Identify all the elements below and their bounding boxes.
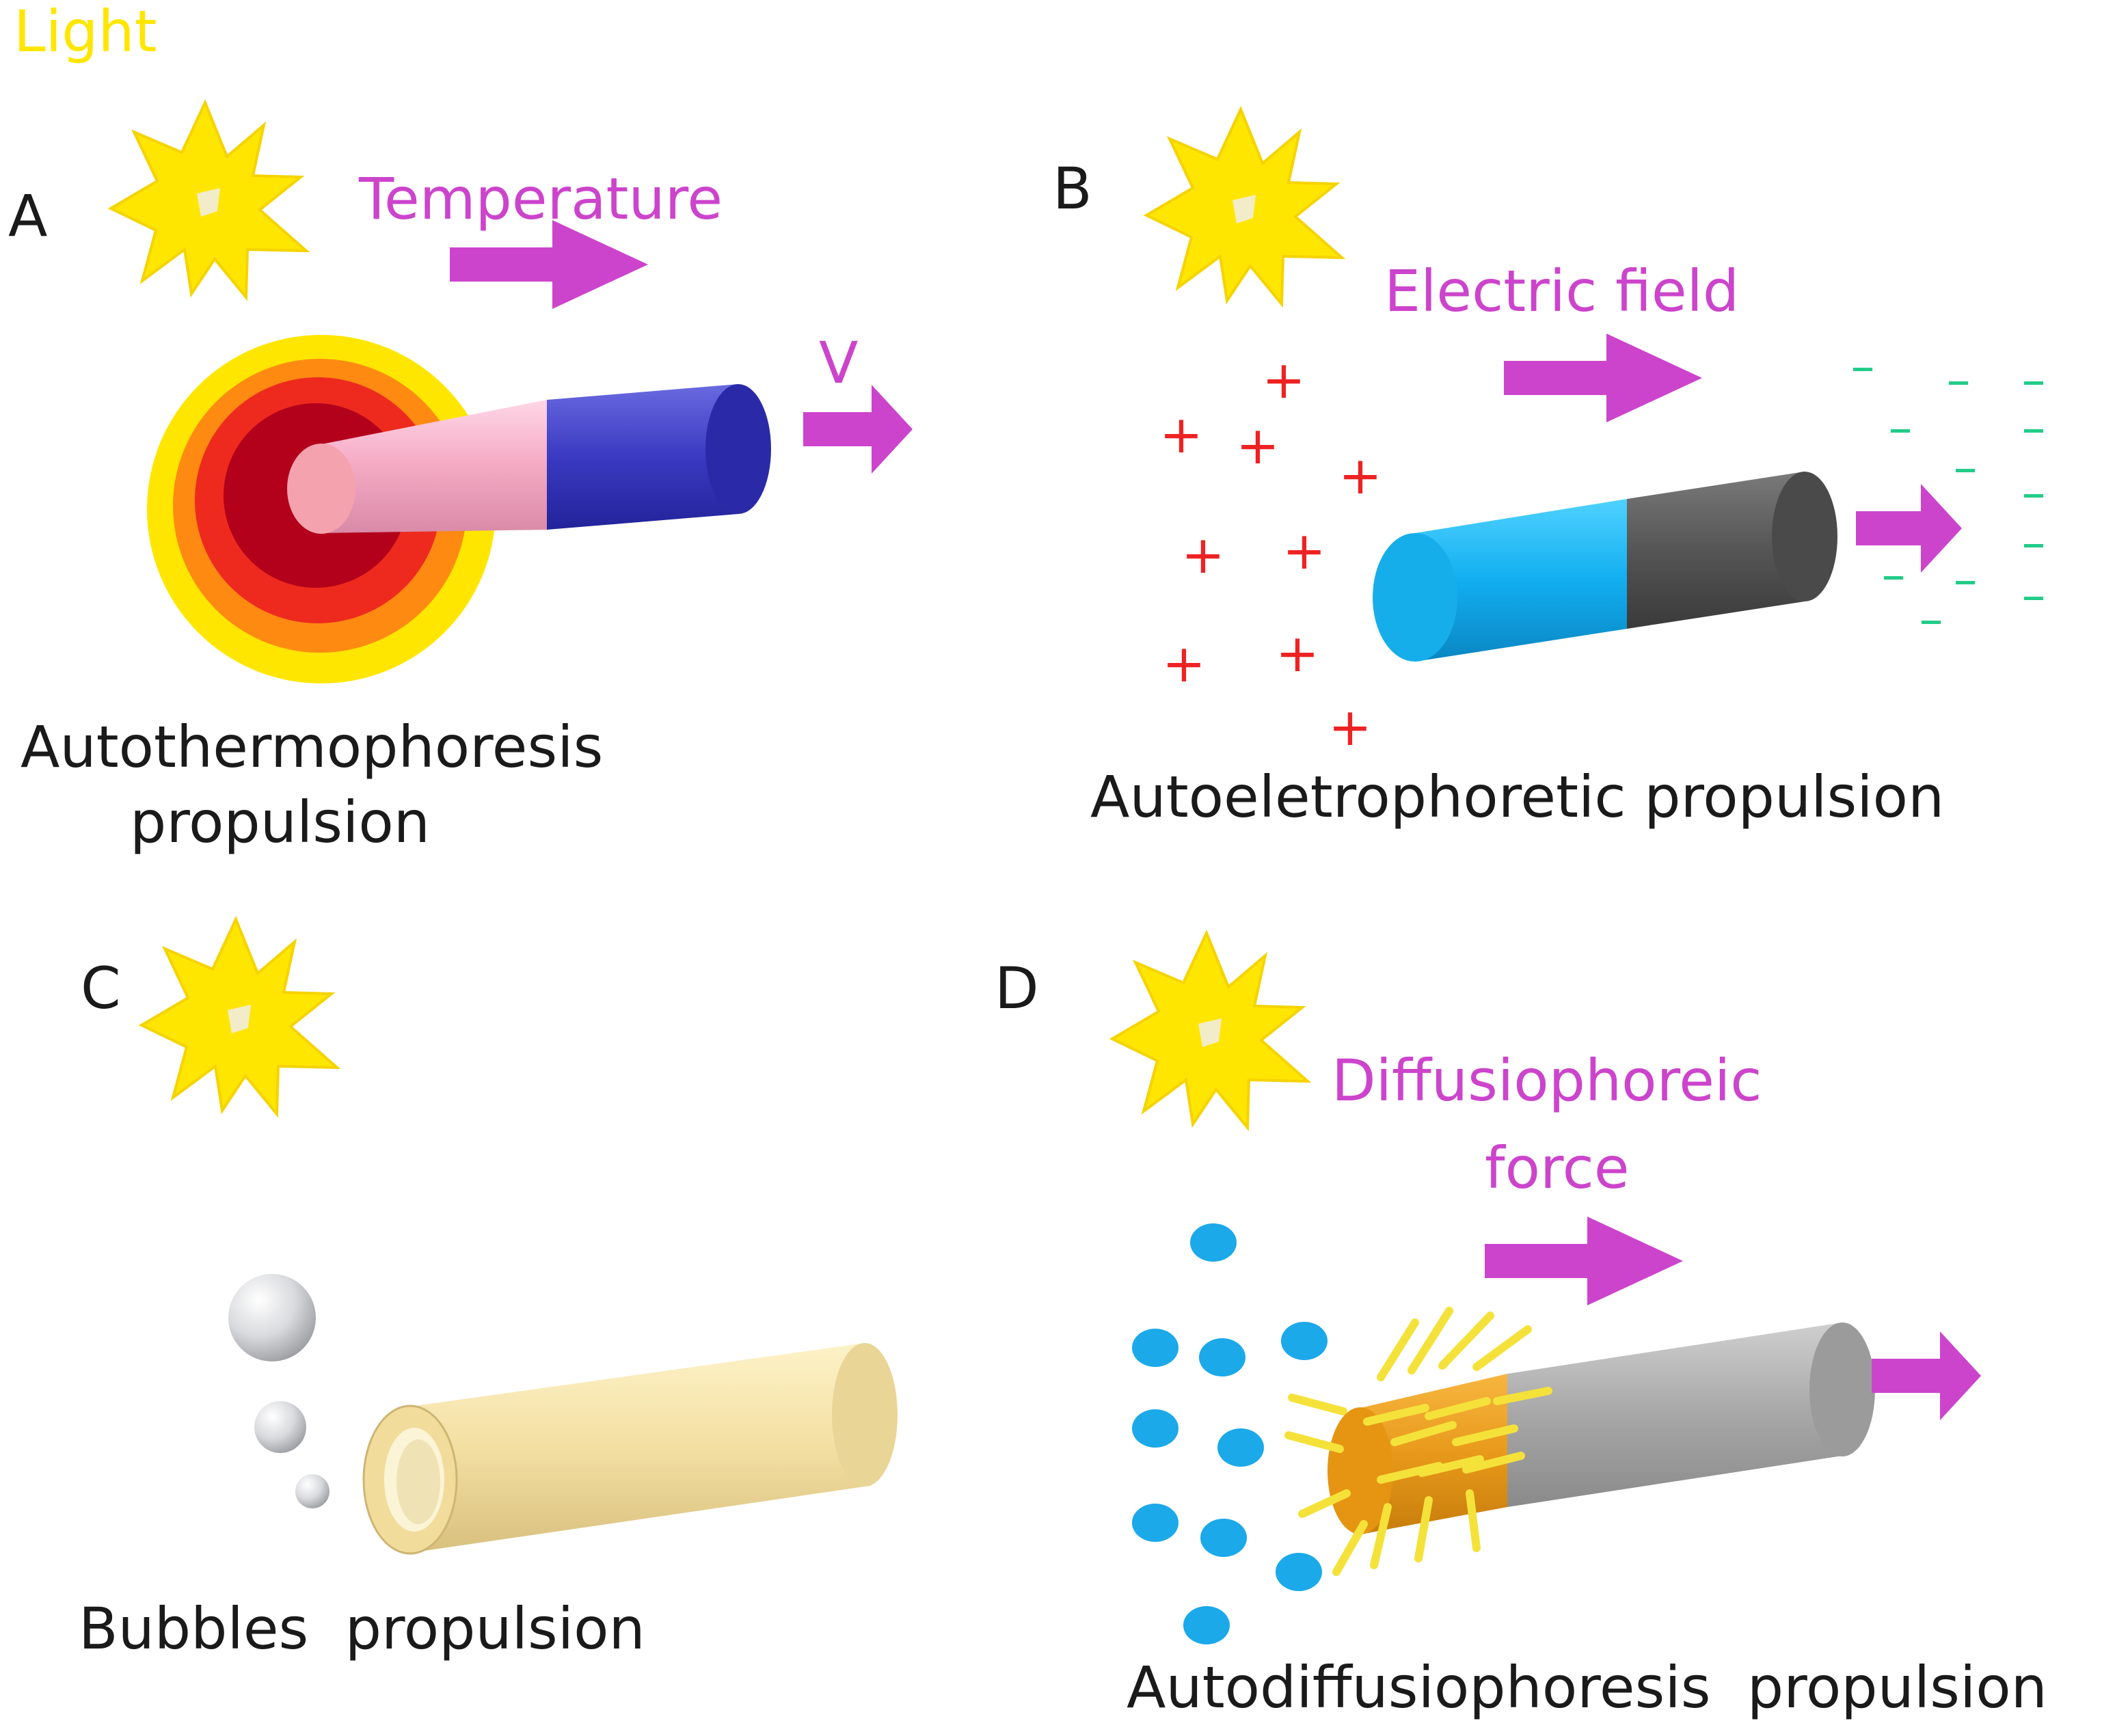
catalytic-fibers-front [1284, 1387, 1552, 1576]
arrow-right-icon [803, 385, 913, 474]
positive-charges: + + + + + + + + + [1159, 349, 1382, 757]
positive-charge: + [1236, 415, 1280, 476]
bubble [254, 1401, 306, 1453]
negative-charge: – [1851, 338, 1875, 394]
solute-particle [1281, 1322, 1328, 1360]
velocity-label: V [819, 329, 858, 396]
solute-particles [1132, 1223, 1328, 1644]
arrow-right-icon [1872, 1331, 1981, 1420]
positive-charge: + [1262, 349, 1306, 410]
solute-particle [1183, 1606, 1230, 1644]
star-burst-icon [1109, 929, 1312, 1132]
positive-charge: + [1159, 404, 1203, 465]
panel-b: B Electric field + + + + + + + + + [1053, 105, 2046, 830]
panel-c-letter: C [81, 955, 121, 1022]
diffusiophoretic-label-line1: Diffusiophoreic [1332, 1047, 1762, 1114]
diffusiophoretic-label-line2: force [1485, 1135, 1630, 1202]
panel-a: A Temperature V Autothermophoresis propu… [8, 98, 913, 856]
negative-charge: – [2022, 400, 2046, 456]
panel-b-letter: B [1053, 155, 1092, 222]
negative-charge: – [1919, 591, 1943, 647]
janus-rod-a [287, 384, 771, 534]
arrow-right-icon [1504, 334, 1702, 422]
catalytic-fibers-back [1288, 1307, 1532, 1415]
negative-charge: – [2022, 352, 2046, 408]
arrow-right-icon [1856, 484, 1962, 573]
electric-field-label: Electric field [1384, 258, 1739, 325]
positive-charge: + [1162, 633, 1206, 694]
negative-charge: – [1889, 400, 1913, 456]
positive-charge: + [1328, 696, 1372, 757]
panel-a-caption-line1: Autothermophoresis [21, 714, 603, 781]
positive-charge: + [1338, 445, 1382, 506]
janus-rod-d [1284, 1307, 1875, 1576]
panel-c: C Bubbles propulsion [79, 915, 898, 1662]
solute-particle [1217, 1428, 1264, 1467]
negative-charge: – [2022, 465, 2046, 521]
negative-charge: – [2022, 567, 2046, 623]
solute-particle [1199, 1338, 1245, 1376]
solute-particle [1132, 1409, 1178, 1448]
temperature-label: Temperature [358, 165, 723, 232]
negative-charge: – [1954, 552, 1978, 608]
panel-d-letter: D [995, 955, 1039, 1022]
bubble [228, 1274, 316, 1361]
janus-rod-b [1373, 472, 1837, 662]
positive-charge: + [1181, 524, 1225, 585]
panel-d: D Diffusiophoreic force [995, 929, 2047, 1721]
negative-charge: – [2022, 515, 2046, 571]
positive-charge: + [1282, 520, 1326, 581]
star-burst-icon [1143, 105, 1346, 308]
hollow-microtube [362, 1343, 898, 1555]
negative-charge: – [1954, 439, 1978, 496]
negative-charges: – – – – – – – – – – – – [1851, 338, 2046, 647]
panel-b-caption: Autoeletrophoretic propulsion [1090, 763, 1944, 830]
solute-particle [1276, 1553, 1322, 1591]
positive-charge: + [1276, 623, 1319, 683]
panel-c-caption: Bubbles propulsion [79, 1595, 645, 1662]
panel-a-letter: A [8, 182, 47, 249]
arrow-right-icon [1485, 1217, 1683, 1305]
bubble [295, 1474, 329, 1508]
panel-a-caption-line2: propulsion [130, 789, 430, 856]
star-burst-icon [138, 915, 341, 1118]
arrow-right-icon [450, 220, 648, 309]
light-label: Light [14, 0, 157, 65]
star-burst-icon [107, 98, 310, 301]
panel-d-caption: Autodiffusiophoresis propulsion [1127, 1654, 2047, 1721]
solute-particle [1190, 1223, 1237, 1262]
bubbles [228, 1274, 329, 1508]
negative-charge: – [1882, 547, 1906, 603]
negative-charge: – [1947, 352, 1971, 408]
solute-particle [1132, 1504, 1178, 1542]
solute-particle [1200, 1519, 1247, 1557]
solute-particle [1132, 1329, 1178, 1367]
